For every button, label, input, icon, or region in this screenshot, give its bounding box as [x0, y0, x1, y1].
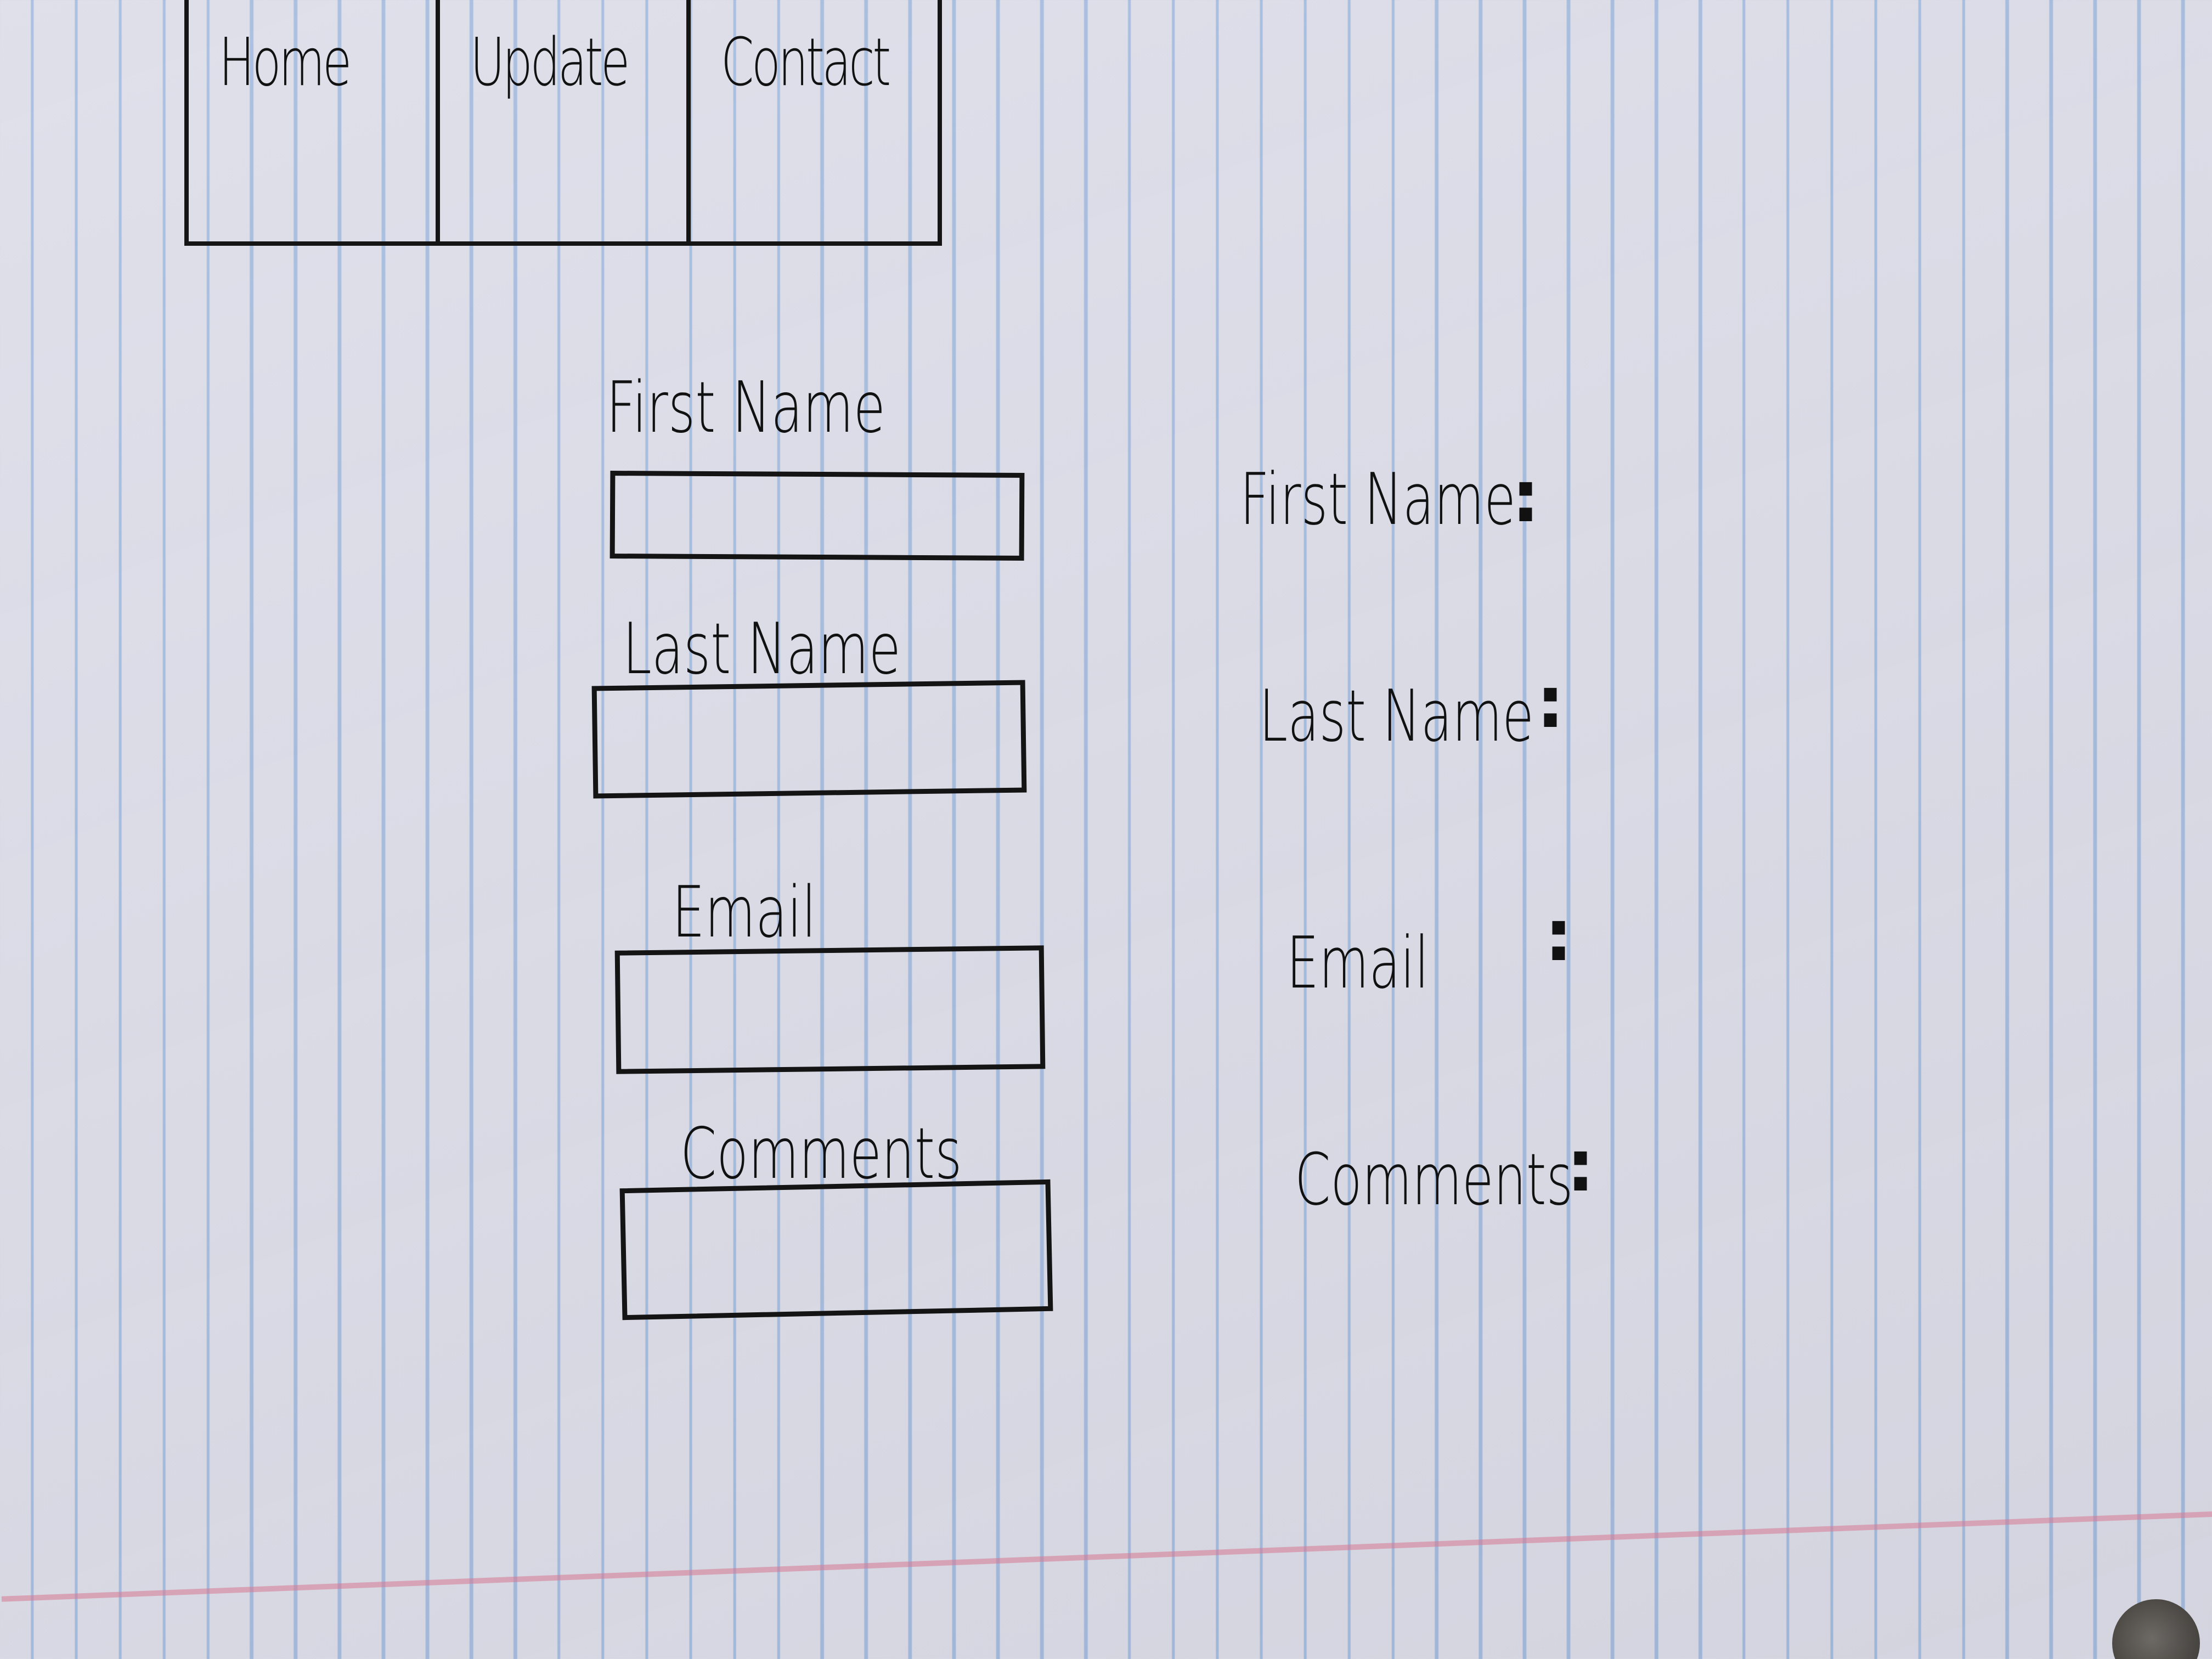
- nav-tab-update-label: Update: [470, 25, 630, 101]
- email-field-label: Email: [672, 872, 816, 953]
- first-name-field-label: First Name: [606, 367, 885, 449]
- comments-field-label: Comments: [680, 1113, 962, 1195]
- nav-tab-contact-label: Contact: [721, 25, 891, 101]
- output-email-colon: :: [1544, 894, 1573, 977]
- notebook-margin-line: [1, 1511, 2212, 1602]
- nav-tab-home-label: Home: [219, 25, 352, 101]
- output-last-name-label: Last Name: [1259, 674, 1534, 758]
- navigation-bar: Home Update Contact: [184, 0, 942, 246]
- first-name-input[interactable]: [610, 471, 1025, 561]
- email-input[interactable]: [614, 945, 1046, 1074]
- output-last-name-colon: :: [1536, 661, 1565, 744]
- binder-punch-hole: [2112, 1599, 2200, 1659]
- output-email-label: Email: [1286, 921, 1429, 1005]
- comments-input[interactable]: [619, 1179, 1053, 1321]
- last-name-field-label: Last Name: [623, 608, 901, 690]
- output-comments-colon: :: [1566, 1124, 1595, 1207]
- nav-tab-contact[interactable]: Contact: [686, 0, 938, 241]
- nav-tab-update[interactable]: Update: [435, 0, 687, 241]
- output-first-name-label: First Name: [1240, 458, 1516, 541]
- output-comments-label: Comments: [1295, 1138, 1573, 1221]
- output-first-name-colon: :: [1511, 455, 1540, 538]
- last-name-input[interactable]: [591, 680, 1027, 799]
- nav-tab-home[interactable]: Home: [189, 0, 436, 241]
